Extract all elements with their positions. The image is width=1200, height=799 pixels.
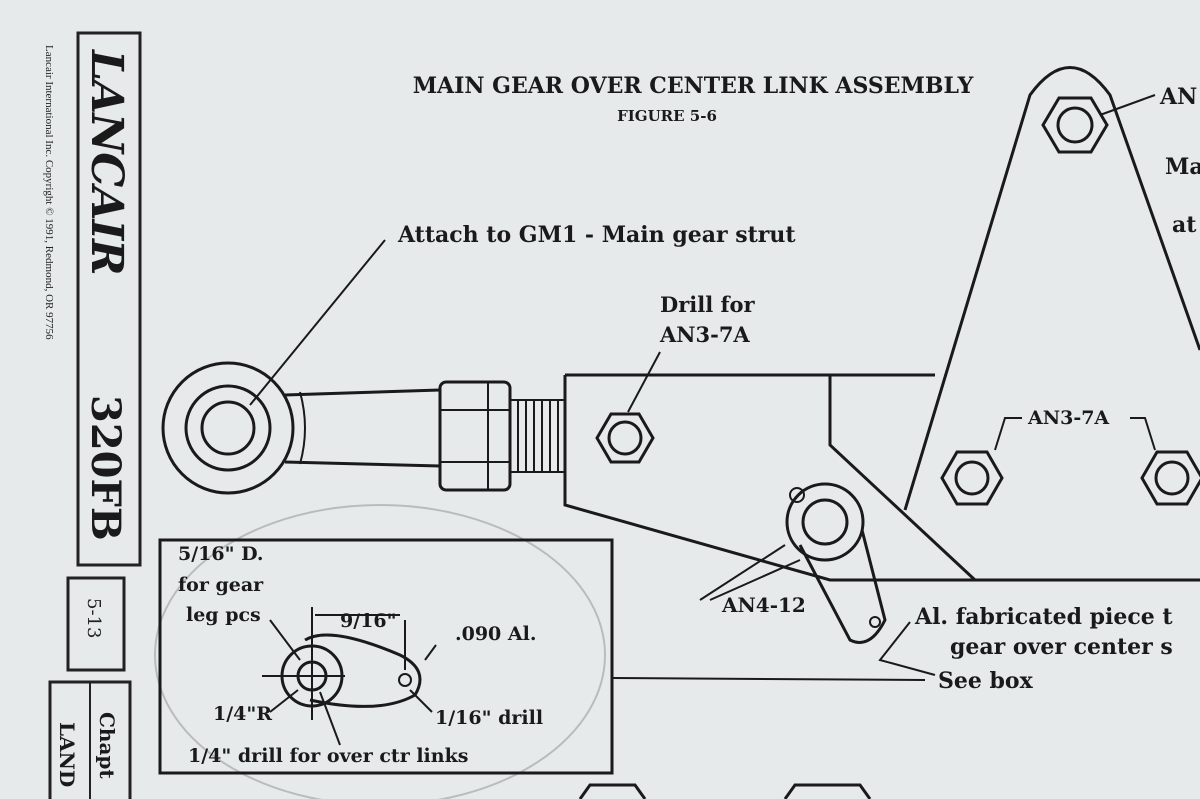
plate-bolt-top — [1041, 96, 1109, 154]
inset-dia-2: for gear — [178, 574, 264, 596]
fab-piece-label-2: gear over center s — [950, 634, 1173, 660]
top-bolt-label: AN — [1159, 84, 1197, 110]
castle-nut-label: AN4-12 — [721, 593, 806, 617]
inset-link-drill: 1/4" drill for over ctr links — [188, 745, 468, 767]
castle-nut-an4 — [785, 482, 887, 644]
logo-box — [76, 31, 142, 567]
figure-number: FIGURE 5-6 — [617, 107, 717, 125]
pencil-ellipse — [154, 504, 606, 799]
chapter-title: LAND — [55, 722, 79, 787]
inset-radius: 1/4"R — [213, 703, 272, 725]
figure-title: MAIN GEAR OVER CENTER LINK ASSEMBLY — [413, 73, 974, 99]
jam-nut — [438, 380, 512, 492]
plate-bolt-right — [1140, 450, 1200, 506]
attach-label: Attach to GM1 - Main gear strut — [397, 222, 796, 248]
inset-material: .090 Al. — [455, 623, 536, 645]
right-note-1: Ma — [1165, 154, 1200, 180]
triangle-plate — [903, 66, 1200, 511]
brand-logo: LANCAIR — [81, 48, 132, 275]
inset-detail-box: 5/16" D. for gear leg pcs 9/16" .090 Al.… — [158, 538, 614, 775]
rod-end — [161, 361, 566, 495]
fab-piece-label-1: Al. fabricated piece t — [914, 604, 1173, 630]
inset-small-drill: 1/16" drill — [435, 707, 543, 729]
inset-spacing: 9/16" — [340, 610, 397, 632]
chapter-label: Chapt — [95, 712, 119, 779]
drill-for-label: Drill for — [660, 292, 756, 317]
plate-bolts-label: AN3-7A — [1027, 407, 1109, 429]
inset-dia-3: leg pcs — [186, 604, 261, 626]
model-label: 320FB — [82, 395, 129, 541]
page-number-box — [66, 576, 126, 672]
bottom-nuts — [578, 783, 872, 799]
copyright-text: Lancair International Inc. Copyright © 1… — [43, 45, 55, 340]
inset-dia-1: 5/16" D. — [178, 543, 264, 565]
drill-bolt-label: AN3-7A — [659, 322, 750, 347]
page-number: 5-13 — [83, 598, 104, 638]
sidebar: LANCAIR 320FB Lancair International Inc.… — [43, 31, 142, 799]
right-note-2: at — [1172, 212, 1197, 238]
see-box-label: See box — [938, 668, 1034, 694]
plate-bolt-left — [940, 450, 1004, 506]
hex-nut-an3 — [595, 412, 655, 464]
